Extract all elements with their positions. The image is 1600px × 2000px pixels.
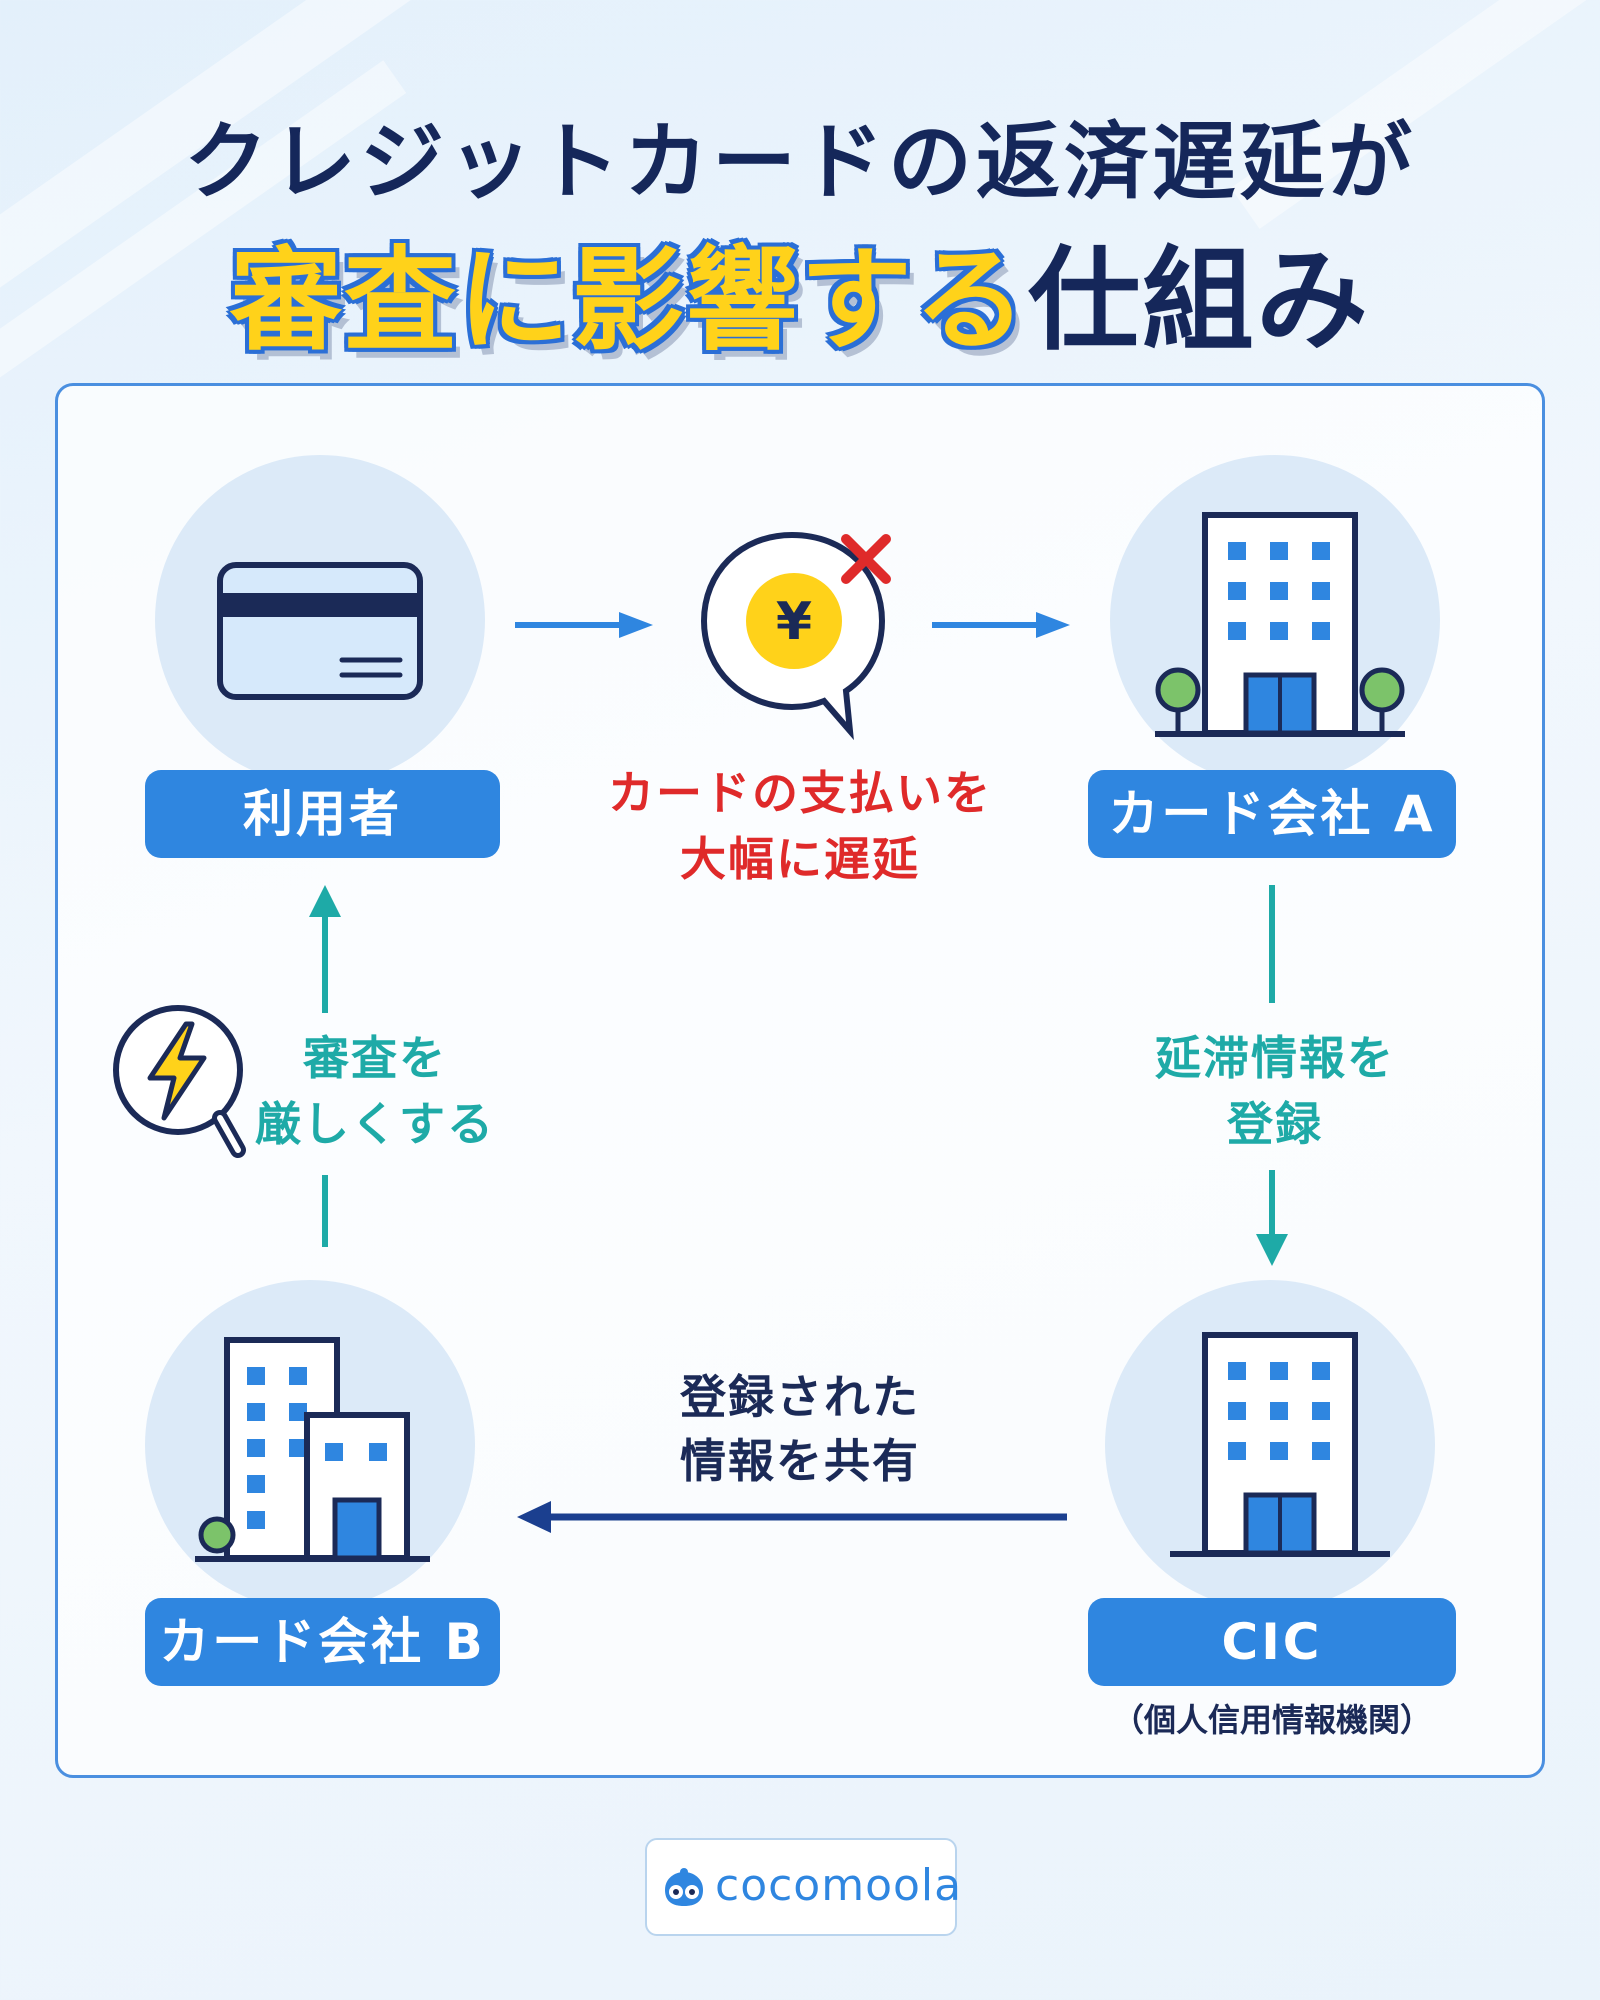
user-label: 利用者 (145, 770, 500, 858)
office-buildings-icon (195, 1337, 430, 1562)
cic-label: CIC (1088, 1598, 1456, 1686)
arrow-left-icon (517, 1501, 1067, 1533)
arrow-up-icon (309, 885, 341, 1013)
company-a-label: カード会社 A (1088, 770, 1456, 858)
strict-step-line1: 審査を (303, 1031, 447, 1085)
page-title-rest: 仕組み (1028, 236, 1370, 366)
late-payment-step-line1: カードの支払いを (608, 766, 992, 820)
office-building-icon (1170, 1332, 1390, 1557)
strict-step: 審査を 厳しくする (255, 1025, 495, 1157)
arrow-down-icon (1256, 1170, 1288, 1266)
cocomoola-logo-icon (665, 1868, 703, 1906)
arrow-right-icon (932, 612, 1070, 638)
page-title-line1: クレジットカードの返済遅延が (183, 113, 1416, 211)
register-step-line2: 登録 (1227, 1097, 1323, 1151)
late-payment-step-line2: 大幅に遅延 (680, 832, 920, 886)
arrow-right-icon (515, 612, 653, 638)
brand-name: cocomoola (715, 1860, 963, 1911)
share-step: 登録された 情報を共有 (620, 1365, 980, 1493)
register-step: 延滞情報を 登録 (1095, 1025, 1455, 1157)
credit-card-icon (217, 562, 423, 700)
connector-line (322, 1175, 328, 1247)
brand-logo: cocomoola (645, 1838, 961, 1936)
register-step-line1: 延滞情報を (1155, 1031, 1395, 1085)
lightning-search-icon (113, 1005, 246, 1158)
cic-sublabel: （個人信用情報機関） (1111, 1701, 1432, 1739)
yen-bubble-cross-icon: ¥ (700, 531, 891, 741)
strict-step-line2: 厳しくする (255, 1097, 495, 1151)
page-title-highlight: 審査に影響する (230, 236, 1028, 366)
connector-line (1269, 885, 1275, 1003)
late-payment-step: カードの支払いを 大幅に遅延 (590, 760, 1010, 892)
share-step-line2: 情報を共有 (680, 1434, 920, 1488)
share-step-line1: 登録された (680, 1370, 920, 1424)
company-b-label: カード会社 B (145, 1598, 500, 1686)
page-title-line2: 審査に影響する仕組み (0, 210, 1600, 372)
svg-text:¥: ¥ (776, 592, 812, 652)
office-building-icon (1155, 512, 1405, 737)
